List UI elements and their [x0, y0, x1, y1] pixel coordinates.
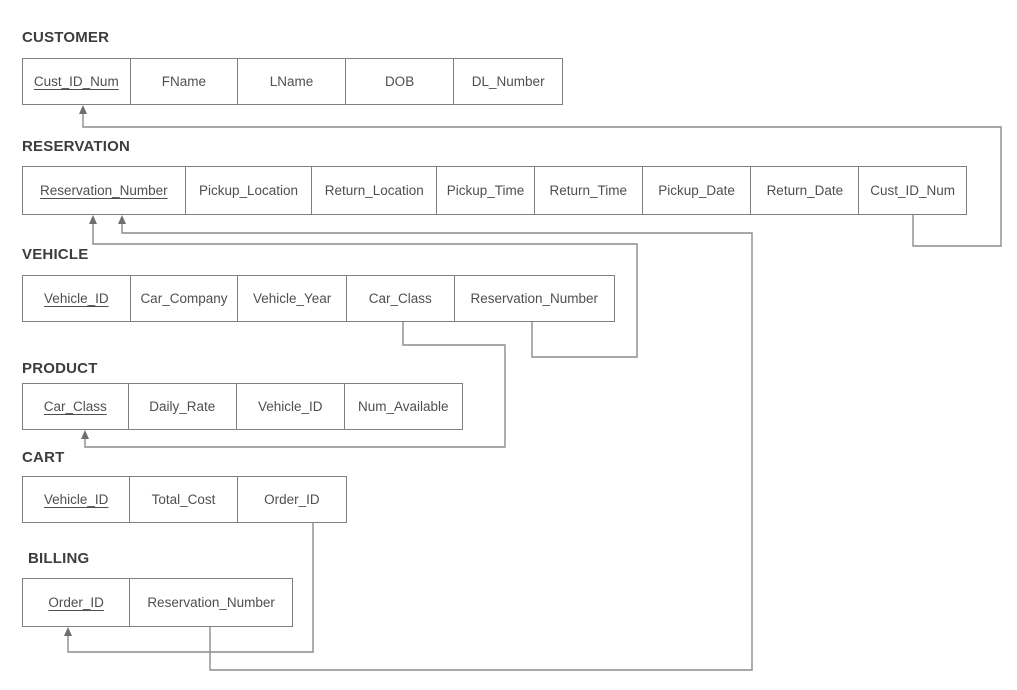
field-customer-cust-id-num: Cust_ID_Num	[23, 59, 131, 104]
field-reservation-return-date: Return_Date	[751, 167, 860, 214]
table-vehicle: Vehicle_ID Car_Company Vehicle_Year Car_…	[22, 275, 615, 322]
field-product-car-class: Car_Class	[23, 384, 129, 429]
field-customer-lname: LName	[238, 59, 346, 104]
field-product-num-available: Num_Available	[357, 399, 449, 414]
arrowhead-icon	[64, 627, 72, 636]
field-reservation-pickup-time: Pickup_Time	[437, 167, 535, 214]
arrowhead-icon	[81, 430, 89, 439]
field-product-vehicle-id: Vehicle_ID	[237, 384, 345, 429]
field-vehicle-vehicle-id: Vehicle_ID	[23, 276, 131, 321]
arrowhead-icon	[89, 215, 97, 224]
field-vehicle-car-class: Car_Class	[347, 276, 455, 321]
table-title-reservation: RESERVATION	[22, 138, 131, 155]
field-cart-vehicle-id: Vehicle_ID	[23, 477, 131, 522]
field-cart-order-id: Order_ID	[264, 492, 320, 507]
field-customer-dob: DOB	[346, 59, 455, 104]
field-vehicle-reservation-number: Reservation_Number	[470, 291, 599, 306]
table-billing: Order_ID Reservation_Number	[22, 578, 293, 627]
field-vehicle-car-company: Car_Company	[131, 276, 239, 321]
field-reservation-pickup-date: Pickup_Date	[643, 167, 752, 214]
field-billing-order-id: Order_ID	[23, 579, 131, 626]
arrowhead-icon	[118, 215, 126, 224]
field-product-daily-rate: Daily_Rate	[129, 384, 238, 429]
field-reservation-pickup-location: Pickup_Location	[186, 167, 313, 214]
table-reservation: Reservation_Number Pickup_Location Retur…	[22, 166, 967, 215]
table-title-product: PRODUCT	[22, 360, 98, 377]
table-cart: Vehicle_ID Total_Cost Order_ID	[22, 476, 347, 523]
table-title-customer: CUSTOMER	[22, 29, 110, 46]
field-customer-fname: FName	[131, 59, 239, 104]
field-cart-total-cost: Total_Cost	[130, 477, 238, 522]
field-reservation-cust-id-num: Cust_ID_Num	[870, 183, 955, 198]
field-vehicle-vehicle-year: Vehicle_Year	[238, 276, 347, 321]
field-billing-reservation-number: Reservation_Number	[147, 595, 275, 610]
table-title-cart: CART	[22, 449, 65, 466]
field-reservation-reservation-number: Reservation_Number	[23, 167, 186, 214]
table-customer: Cust_ID_Num FName LName DOB DL_Number	[22, 58, 563, 105]
field-customer-dl-number: DL_Number	[471, 74, 545, 89]
table-product: Car_Class Daily_Rate Vehicle_ID Num_Avai…	[22, 383, 463, 430]
table-title-vehicle: VEHICLE	[22, 246, 89, 263]
field-reservation-return-location: Return_Location	[312, 167, 438, 214]
arrowhead-icon	[79, 105, 87, 114]
field-reservation-return-time: Return_Time	[535, 167, 643, 214]
table-title-billing: BILLING	[28, 550, 90, 567]
